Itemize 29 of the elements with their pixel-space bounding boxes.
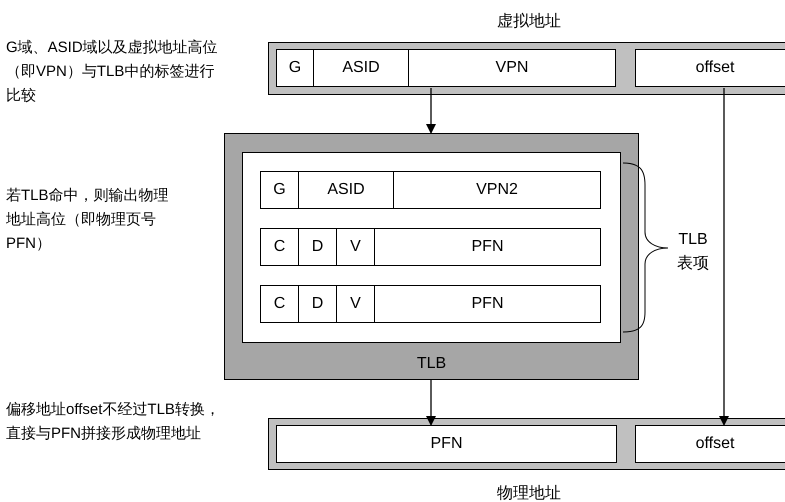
field-cell: G	[260, 171, 299, 209]
field-cell: PFN	[374, 285, 601, 323]
field-cell: ASID	[313, 49, 409, 87]
field-cell: D	[298, 228, 337, 266]
annotation-text: G域、ASID域以及虚拟地址高位（即VPN）与TLB中的标签进行比较	[6, 38, 219, 106]
field-cell: PFN	[276, 425, 617, 463]
field-cell: C	[260, 285, 299, 323]
annotation-text: 若TLB命中，则输出物理地址高位（即物理页号PFN）	[6, 186, 170, 254]
field-cell: offset	[635, 425, 785, 463]
field-cell: C	[260, 228, 299, 266]
address-heading: 物理地址	[496, 482, 562, 502]
annotation-text: TLB表项	[676, 230, 710, 274]
arrow	[719, 88, 729, 426]
annotation-text: 偏移地址offset不经过TLB转换，直接与PFN拼接形成物理地址	[6, 400, 220, 444]
field-cell: ASID	[298, 171, 394, 209]
field-cell: PFN	[374, 228, 601, 266]
field-cell: D	[298, 285, 337, 323]
address-heading: 虚拟地址	[496, 10, 562, 32]
tlb-title: TLB	[416, 354, 448, 374]
field-cell: VPN	[408, 49, 616, 87]
field-cell: V	[336, 285, 375, 323]
arrow	[426, 88, 436, 134]
entry-panel	[242, 152, 621, 343]
field-cell: offset	[635, 49, 785, 87]
field-cell: VPN2	[393, 171, 601, 209]
arrow	[426, 380, 436, 426]
field-cell: V	[336, 228, 375, 266]
field-cell: G	[276, 49, 314, 87]
tlb-block	[224, 133, 639, 380]
